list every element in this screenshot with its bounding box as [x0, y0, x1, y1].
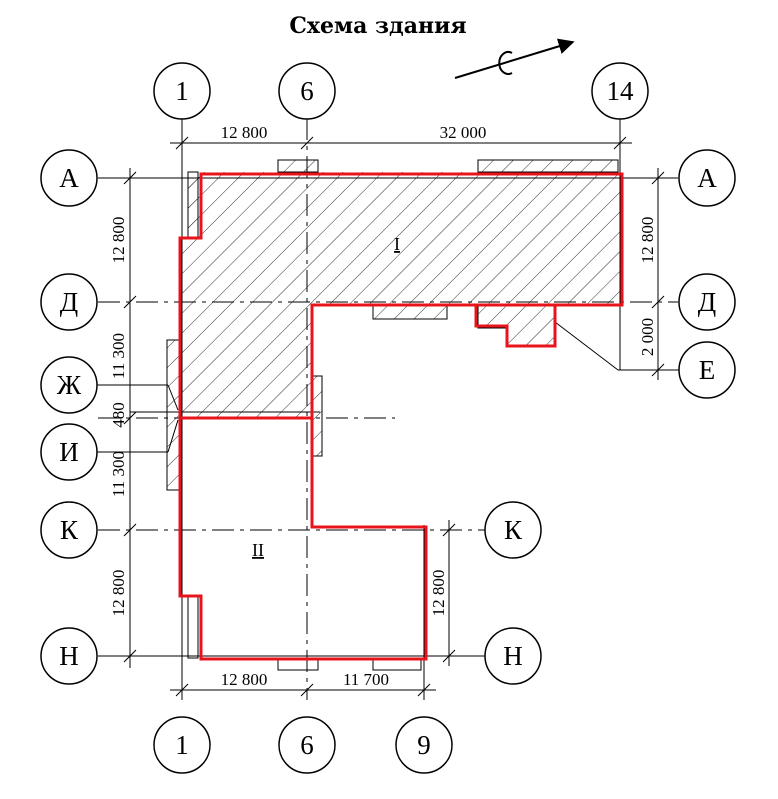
svg-text:6: 6 [300, 730, 314, 760]
svg-text:Ж: Ж [57, 370, 82, 400]
section-label-2: II [252, 540, 264, 560]
svg-text:9: 9 [417, 730, 431, 760]
axis-bubble-bottom-9: 9 [395, 716, 453, 774]
svg-text:И: И [59, 437, 79, 467]
axis-bubble-left-I: И [40, 419, 179, 481]
axis-bubble-right-E: Е [678, 341, 736, 399]
dim-right-3: 12 800 [429, 570, 448, 617]
svg-text:К: К [60, 515, 79, 545]
axis-bubble-right-K: К [484, 501, 542, 559]
svg-text:Д: Д [698, 287, 716, 317]
dim-right-2: 2 000 [638, 318, 657, 356]
dim-bottom-2: 11 700 [343, 670, 389, 689]
dim-right-1: 12 800 [638, 217, 657, 264]
axis-bubble-left-Zh: Ж [40, 356, 179, 414]
hatched-area [166, 159, 620, 671]
axis-bubble-right-A: А [678, 149, 736, 207]
axis-bubble-top-6: 6 [278, 62, 336, 120]
grid-lines [98, 118, 680, 700]
dim-left-1: 12 800 [109, 217, 128, 264]
svg-text:14: 14 [607, 76, 635, 106]
svg-text:1: 1 [175, 730, 189, 760]
axis-bubble-bottom-1: 1 [153, 716, 211, 774]
svg-text:Д: Д [60, 287, 78, 317]
svg-text:А: А [59, 163, 79, 193]
dim-left-3: 480 [109, 402, 128, 428]
section-label-1: I [394, 234, 400, 254]
axis-bubble-right-N: Н [484, 627, 542, 685]
axis-bubble-bottom-6: 6 [278, 716, 336, 774]
dim-left-5: 12 800 [109, 570, 128, 617]
svg-text:Е: Е [699, 355, 716, 385]
axis-bubble-top-14: 14 [591, 62, 649, 120]
north-arrow-icon [454, 38, 575, 79]
diagram-title: Схема здания [289, 13, 466, 39]
svg-text:К: К [504, 515, 523, 545]
svg-text:Н: Н [59, 641, 79, 671]
axis-bubble-left-N: Н [40, 627, 98, 685]
svg-text:6: 6 [300, 76, 314, 106]
axis-bubble-right-D: Д [678, 273, 736, 331]
axis-bubble-left-A: А [40, 149, 98, 207]
dimension-lines [123, 136, 665, 697]
svg-text:А: А [697, 163, 717, 193]
dim-left-2: 11 300 [109, 333, 128, 379]
dim-top-1: 12 800 [221, 123, 268, 142]
dim-top-2: 32 000 [440, 123, 487, 142]
dim-bottom-1: 12 800 [221, 670, 268, 689]
axis-bubble-top-1: 1 [153, 62, 211, 120]
axis-bubble-left-D: Д [40, 273, 98, 331]
axis-bubble-left-K: К [40, 501, 98, 559]
building-outline [178, 172, 624, 661]
svg-text:1: 1 [175, 76, 189, 106]
svg-text:Н: Н [503, 641, 523, 671]
dim-left-4: 11 300 [109, 451, 128, 497]
